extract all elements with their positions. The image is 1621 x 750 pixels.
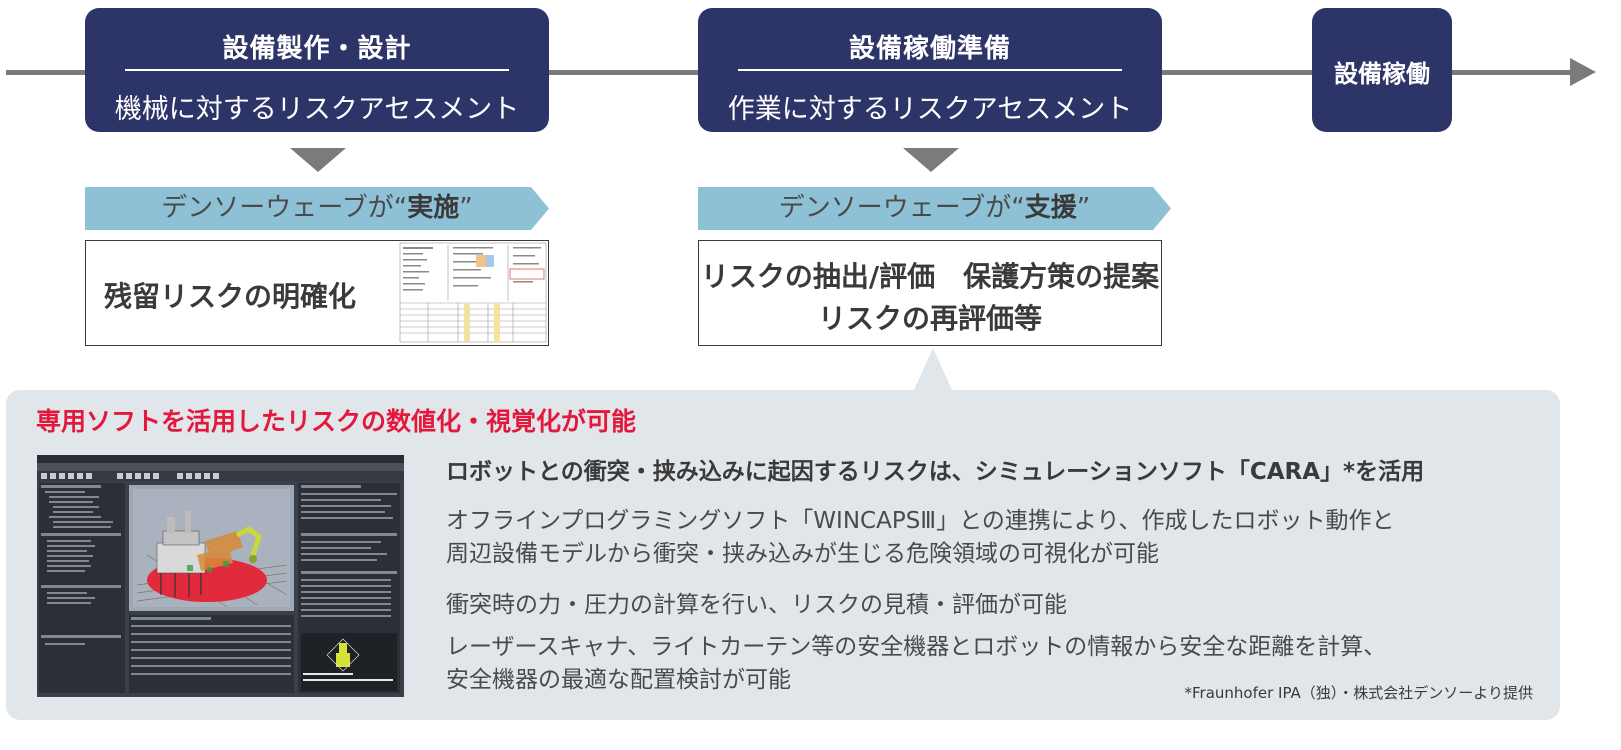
stage-operation: 設備稼働 bbox=[1312, 8, 1452, 132]
down-arrow-left bbox=[290, 148, 346, 172]
stage-preparation-title: 設備稼働準備 bbox=[848, 34, 1011, 64]
panel-line-3b: 安全機器の最適な配置検討が可能 bbox=[446, 667, 791, 693]
role-right-suffix: ” bbox=[1076, 193, 1091, 223]
stage-preparation-subtitle: 作業に対するリスクアセスメント bbox=[727, 94, 1133, 125]
panel-line-3a: レーザースキャナ、ライトカーテン等の安全機器とロボットの情報から安全な距離を計算… bbox=[446, 634, 1387, 660]
role-right-emphasis: 支援 bbox=[1024, 193, 1077, 223]
stage-design-divider bbox=[125, 69, 509, 71]
role-left-suffix: ” bbox=[459, 193, 473, 223]
role-left-prefix: デンソーウェーブが“ bbox=[161, 193, 408, 223]
role-left-emphasis: 実施 bbox=[407, 193, 460, 223]
result-box-support: リスクの抽出/評価 保護方策の提案 リスクの再評価等 bbox=[698, 240, 1162, 346]
stage-preparation: 設備稼働準備 作業に対するリスクアセスメント bbox=[698, 8, 1162, 132]
result-right-line1: リスクの抽出/評価 保護方策の提案 bbox=[700, 260, 1160, 293]
panel-line-1b: 周辺設備モデルから衝突・挟み込みが生じる危険領域の可視化が可能 bbox=[446, 541, 1159, 567]
role-right-prefix: デンソーウェーブが“ bbox=[778, 193, 1025, 223]
panel-headline: ロボットとの衝突・挟み込みに起因するリスクは、シミュレーションソフト「CARA」… bbox=[446, 459, 1425, 485]
stage-design-subtitle: 機械に対するリスクアセスメント bbox=[114, 94, 520, 125]
banner-shape bbox=[85, 187, 549, 230]
result-left-text: 残留リスクの明確化 bbox=[104, 280, 357, 313]
risk-assessment-sheet-image bbox=[398, 241, 548, 344]
banner-shape bbox=[698, 187, 1171, 230]
cara-window-graphic bbox=[37, 455, 404, 697]
role-banner-support: デンソーウェーブが“支援” bbox=[698, 187, 1171, 230]
image-credit: *Fraunhofer IPA（独）・株式会社デンソーより提供 bbox=[1184, 684, 1533, 702]
stage-preparation-divider bbox=[738, 69, 1122, 71]
result-right-line2: リスクの再評価等 bbox=[817, 302, 1042, 335]
stage-design-title: 設備製作・設計 bbox=[222, 34, 412, 64]
cara-software-screenshot bbox=[37, 455, 404, 697]
timeline-arrow-head bbox=[1570, 58, 1596, 86]
stage-operation-title: 設備稼働 bbox=[1334, 60, 1430, 88]
panel-title: 専用ソフトを活用したリスクの数値化・視覚化が可能 bbox=[36, 407, 637, 436]
stage-design: 設備製作・設計 機械に対するリスクアセスメント bbox=[85, 8, 549, 132]
panel-callout-pointer bbox=[913, 348, 953, 392]
panel-line-1a: オフラインプログラミングソフト「WINCAPSⅢ」との連携により、作成したロボッ… bbox=[446, 508, 1395, 534]
panel-line-2: 衝突時の力・圧力の計算を行い、リスクの見積・評価が可能 bbox=[446, 592, 1067, 618]
role-banner-implement: デンソーウェーブが“実施” bbox=[85, 187, 549, 230]
down-arrow-right bbox=[903, 148, 959, 172]
